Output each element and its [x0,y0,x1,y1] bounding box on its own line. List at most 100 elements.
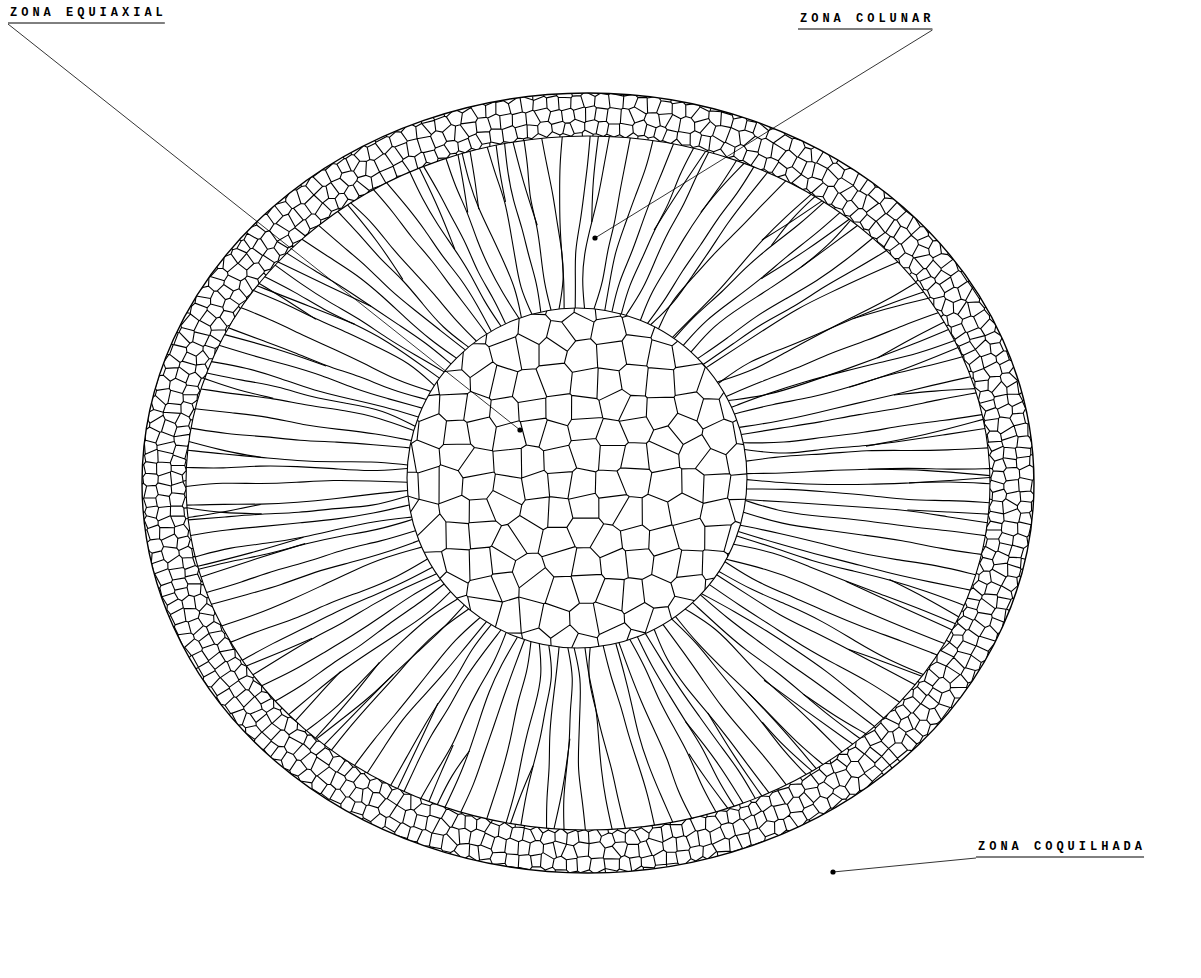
columnar-boundary [462,153,521,317]
columnar-boundary [741,393,976,435]
columnar-boundary [672,619,806,774]
leader-dot [517,427,522,432]
columnar-boundary [188,496,408,520]
columnar-boundary [324,675,393,745]
columnar-boundary [554,739,570,829]
zone-label: ZONA EQUIAXIAL [10,6,167,20]
columnar-boundary [676,617,823,765]
columnar-boundary [521,646,551,825]
columnar-grains [186,136,990,830]
columnar-boundary [446,158,519,318]
columnar-boundary [726,313,938,397]
columnar-boundary [603,646,654,825]
columnar-boundary [764,680,853,744]
columnar-boundary [585,648,612,830]
columnar-boundary [706,262,898,368]
columnar-boundary [651,173,768,325]
columnar-boundary [866,419,983,446]
columnar-boundary [188,450,408,465]
columnar-boundary [746,448,988,461]
columnar-boundary [505,144,541,312]
columnar-boundary [654,151,706,230]
columnar-boundary [225,335,327,366]
columnar-boundary [211,362,418,417]
columnar-boundary [605,141,653,311]
zone-label: ZONA COQUILHADA [978,840,1146,854]
columnar-boundary [387,183,492,332]
columnar-boundary [207,531,416,593]
columnar-boundary [278,262,371,306]
columnar-boundary [458,155,468,213]
columnar-boundary [187,508,262,514]
columnar-boundary [659,181,786,329]
columnar-boundary [231,559,428,642]
columnar-boundary [186,466,407,470]
columnar-boundary [186,480,407,486]
columnar-boundary [461,640,525,812]
columnar-boundary [355,618,480,766]
columnar-boundary [748,692,817,769]
columnar-boundary [410,172,501,326]
columnar-boundary [630,640,716,812]
columnar-boundary [732,340,955,407]
leader-line [8,24,520,430]
columnar-boundary [195,409,411,441]
columnar-boundary [909,478,990,483]
columnar-boundary [853,298,929,318]
columnar-boundary [771,197,815,246]
columnar-boundary [275,265,444,372]
chill-boundary [186,136,990,830]
columnar-boundary [745,501,985,536]
columnar-boundary [419,168,454,249]
columnar-boundary [437,751,469,805]
columnar-boundary [849,348,958,388]
columnar-boundary [848,649,922,676]
columnar-boundary [189,442,261,458]
columnar-boundary [254,291,435,386]
columnar-boundary [640,161,736,321]
columnar-boundary [907,510,988,514]
columnar-boundary [738,531,970,590]
columnar-boundary [761,219,849,278]
columnar-boundary [734,544,956,624]
columnar-boundary [691,226,857,352]
columnar-boundary [198,537,304,566]
columnar-boundary [693,603,860,739]
columnar-boundary [470,151,479,209]
columnar-boundary [574,648,585,830]
columnar-boundary [201,544,305,577]
columnar-boundary [592,136,599,222]
columnar-boundary [496,145,505,202]
columnar-boundary [421,633,506,799]
columnar-boundary [877,322,944,358]
columnar-boundary [195,517,411,557]
columnar-boundary [241,308,431,392]
columnar-boundary [445,637,517,807]
columnar-boundary [211,541,419,605]
columnar-boundary [846,581,952,630]
columnar-boundary [331,609,468,750]
columnar-boundary [894,389,975,395]
columnar-boundary [351,203,477,341]
columnar-boundary [612,144,673,312]
columnar-boundary [672,194,811,337]
columnar-boundary [228,328,426,400]
columnar-boundary [626,152,709,315]
columnar-boundary [487,147,532,314]
columnar-boundary [689,754,728,808]
label-underline [8,23,165,24]
columnar-boundary [222,547,422,626]
core-boundary [407,308,747,648]
ingot-outline [142,93,1034,873]
columnar-boundary [191,505,410,535]
leader-line [833,858,976,872]
columnar-boundary [564,648,573,830]
columnar-boundary [718,292,923,384]
columnar-boundary [648,167,754,323]
label-underline [976,857,1144,858]
columnar-boundary [739,377,970,428]
columnar-boundary [547,647,560,828]
